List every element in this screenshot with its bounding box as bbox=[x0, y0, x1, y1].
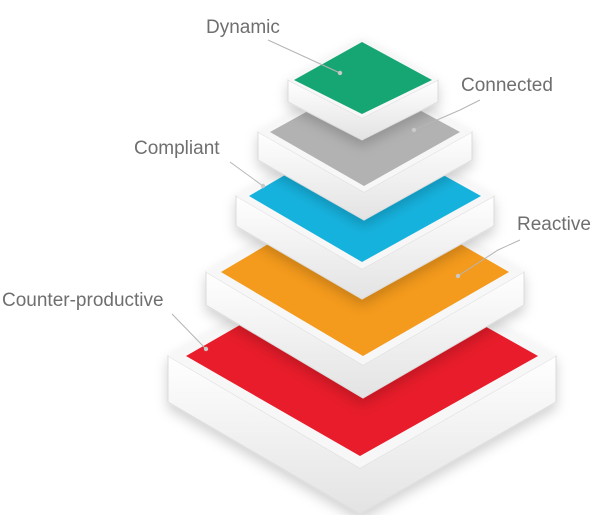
leader-dot-dynamic bbox=[337, 70, 343, 76]
leader-line-connected bbox=[413, 99, 481, 131]
label-reactive: Reactive bbox=[517, 214, 591, 235]
color-face-dynamic bbox=[294, 42, 432, 114]
leader-dot-reactive bbox=[455, 273, 461, 279]
leader-line-reactive bbox=[457, 239, 521, 277]
label-dynamic: Dynamic bbox=[206, 17, 280, 38]
leader-line-dynamic bbox=[267, 39, 341, 74]
leader-dots bbox=[203, 70, 461, 352]
leader-lines bbox=[171, 39, 521, 350]
leader-dot-connected bbox=[411, 127, 417, 133]
leader-dot-compliant bbox=[260, 183, 266, 189]
label-connected: Connected bbox=[461, 75, 553, 96]
level-dynamic bbox=[287, 38, 439, 141]
leader-line-counter-productive bbox=[171, 313, 207, 350]
leader-dot-counter-productive bbox=[203, 346, 209, 352]
label-counter-productive: Counter-productive bbox=[2, 290, 164, 311]
label-compliant: Compliant bbox=[134, 138, 220, 159]
leader-line-compliant bbox=[229, 161, 264, 187]
